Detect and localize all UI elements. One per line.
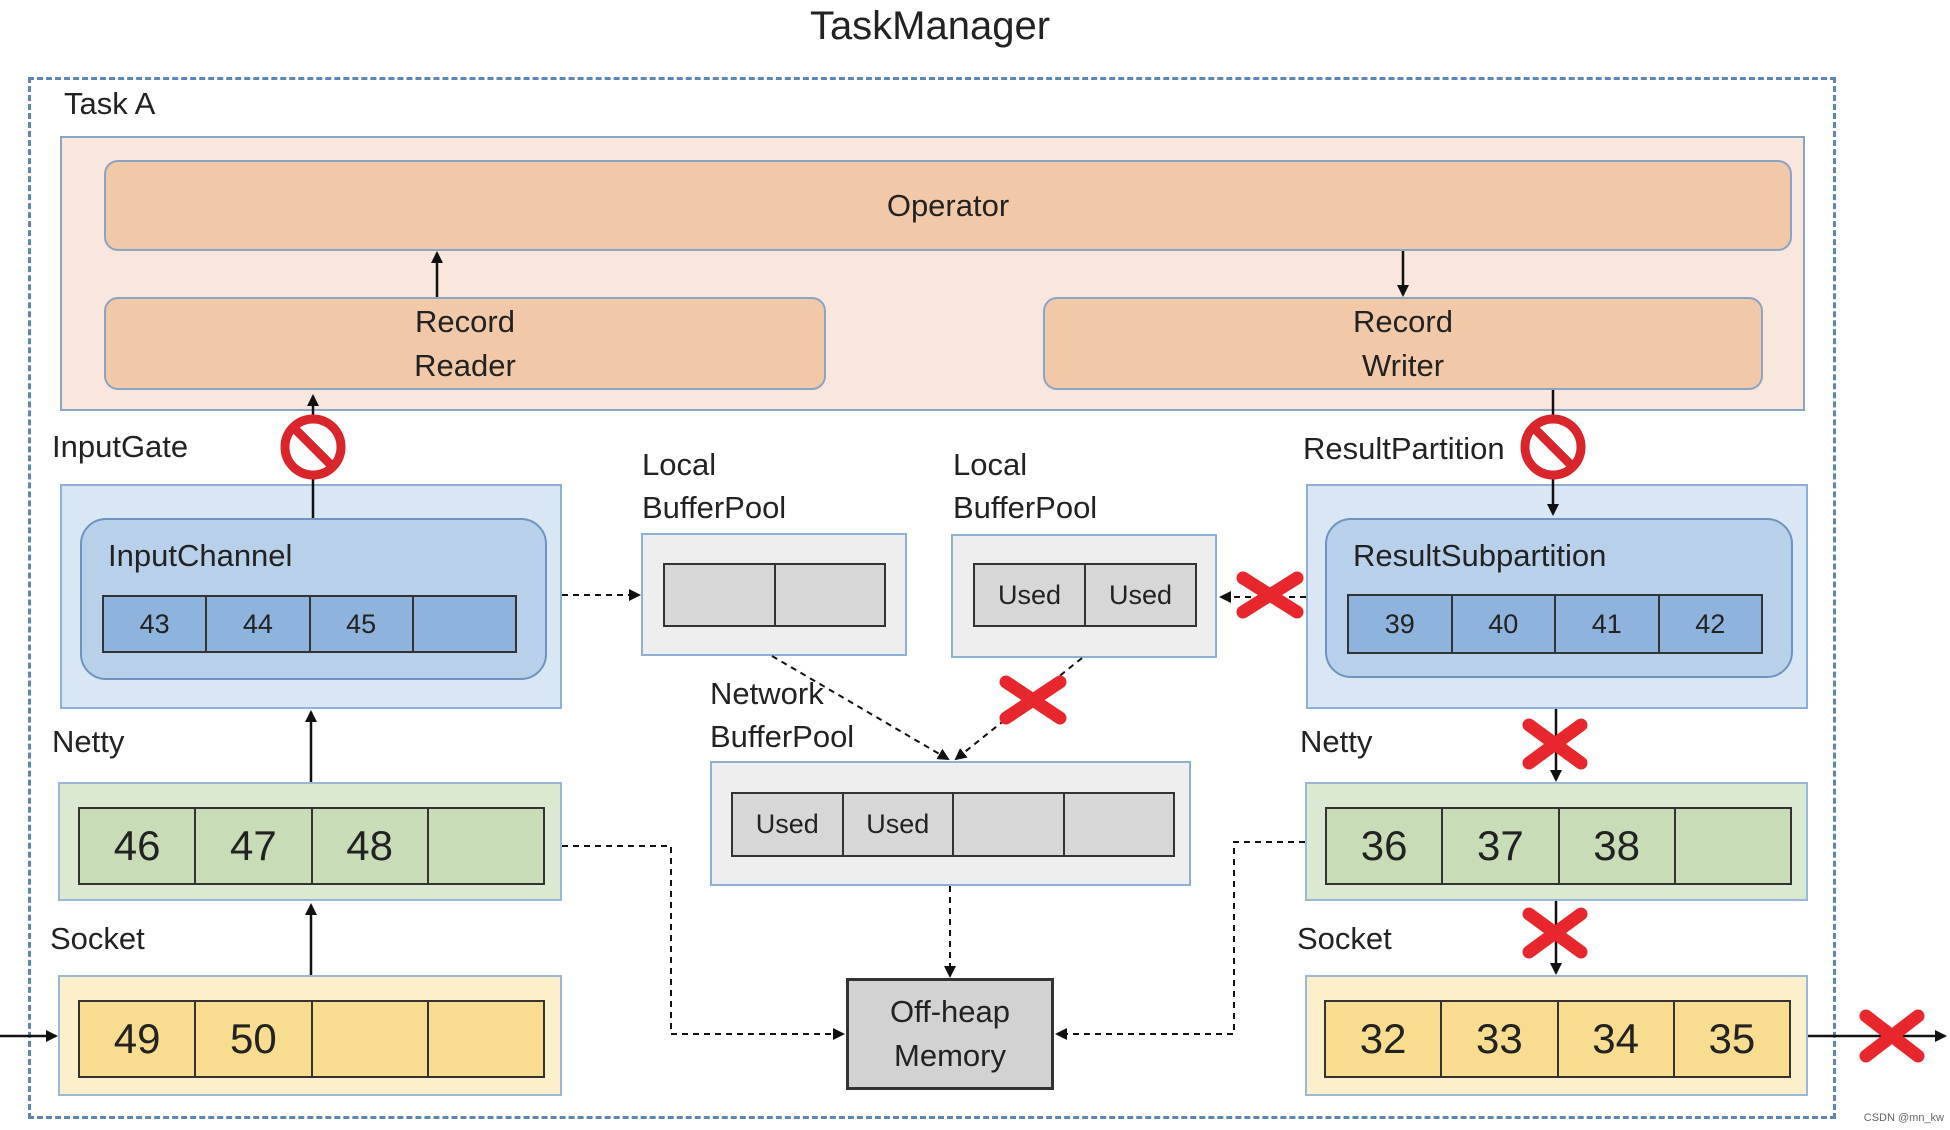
local-bufferpool-left-buffers [663, 563, 886, 627]
cross-icon [1522, 907, 1588, 959]
result-subpartition-label: ResultSubpartition [1353, 538, 1607, 573]
buffer-cell: 37 [1443, 809, 1560, 883]
buffer-cell: 39 [1349, 596, 1453, 652]
buffer-cell [775, 565, 884, 625]
blocked-sign-icon [1520, 414, 1586, 480]
local-bufferpool-left-label-1: Local [642, 447, 717, 482]
offheap-line-1: Off-heap [889, 994, 1011, 1029]
operator-box: Operator [104, 160, 1792, 251]
input-gate-label: InputGate [52, 429, 189, 464]
buffer-cell: Used [733, 794, 844, 855]
buffer-cell: Used [975, 565, 1086, 625]
buffer-cell [428, 809, 543, 883]
buffer-cell [1064, 794, 1173, 855]
cross-icon [1236, 571, 1304, 619]
buffer-cell [954, 794, 1065, 855]
socket-right-label: Socket [1297, 921, 1392, 956]
buffer-cell: 35 [1674, 1002, 1789, 1076]
buffer-cell: Used [1086, 565, 1195, 625]
buffer-cell: 48 [312, 809, 429, 883]
netty-left-buffers: 46 47 48 [78, 807, 545, 885]
input-channel-buffers: 43 44 45 [102, 595, 517, 653]
local-bufferpool-left-label-2: BufferPool [642, 490, 787, 525]
socket-right-buffers: 32 33 34 35 [1324, 1000, 1791, 1078]
buffer-cell [428, 1002, 543, 1076]
operator-label: Operator [886, 187, 1010, 223]
input-channel-label: InputChannel [108, 538, 293, 573]
buffer-cell [413, 597, 515, 651]
netty-left-to-offheap-dashed [562, 845, 845, 1040]
buffer-cell: 40 [1452, 596, 1556, 652]
netty-left-label: Netty [52, 724, 125, 759]
socket-left-buffers: 49 50 [78, 1000, 545, 1078]
buffer-cell: 41 [1556, 596, 1660, 652]
buffer-cell: 42 [1659, 596, 1761, 652]
buffer-cell: 43 [104, 597, 208, 651]
record-writer-line-2: Writer [1361, 347, 1445, 383]
socket-left-label: Socket [50, 921, 145, 956]
buffer-cell: 50 [196, 1002, 313, 1076]
buffer-cell: 46 [80, 809, 197, 883]
record-reader-line-1: Record [415, 303, 515, 339]
record-reader-line-2: Reader [414, 347, 516, 383]
buffer-cell: 49 [80, 1002, 197, 1076]
netty-right-buffers: 36 37 38 [1325, 807, 1792, 885]
local-bufferpool-right-label-2: BufferPool [953, 490, 1098, 525]
netty-right-label: Netty [1300, 724, 1373, 759]
local-bufferpool-right-label-1: Local [953, 447, 1028, 482]
offheap-line-2: Memory [894, 1038, 1006, 1073]
result-subpartition-buffers: 39 40 41 42 [1347, 594, 1763, 654]
credit-watermark: CSDN @mn_kw [1863, 1112, 1944, 1124]
taskmanager-frame [28, 77, 1836, 1119]
diagram-title: TaskManager [809, 4, 1051, 48]
task-a-label: Task A [64, 86, 156, 121]
blocked-sign-icon [280, 414, 346, 480]
record-writer-line-1: Record [1353, 303, 1453, 339]
record-reader-box: Record Reader [104, 297, 826, 390]
buffer-cell [312, 1002, 429, 1076]
result-partition-label: ResultPartition [1303, 431, 1505, 466]
buffer-cell [1675, 809, 1790, 883]
cross-icon [999, 675, 1067, 725]
buffer-cell: 44 [207, 597, 311, 651]
buffer-cell: 33 [1442, 1002, 1559, 1076]
buffer-cell: 32 [1326, 1002, 1443, 1076]
localpool-left-to-network-dashed [771, 655, 950, 761]
network-bufferpool-label-2: BufferPool [710, 719, 855, 754]
record-writer-box: Record Writer [1043, 297, 1763, 390]
buffer-cell: 34 [1558, 1002, 1675, 1076]
buffer-cell: 38 [1559, 809, 1676, 883]
buffer-cell: 47 [196, 809, 313, 883]
network-bufferpool-buffers: Used Used [731, 792, 1175, 857]
cross-icon [1859, 1009, 1925, 1063]
buffer-cell: 36 [1327, 809, 1444, 883]
local-bufferpool-right-buffers: Used Used [973, 563, 1197, 627]
buffer-cell [665, 565, 776, 625]
network-bufferpool-label-1: Network [710, 676, 824, 711]
buffer-cell: 45 [310, 597, 414, 651]
cross-icon [1522, 718, 1588, 770]
buffer-cell: Used [843, 794, 954, 855]
netty-right-to-offheap-dashed [1055, 841, 1305, 1040]
offheap-memory: Off-heap Memory [846, 978, 1054, 1090]
